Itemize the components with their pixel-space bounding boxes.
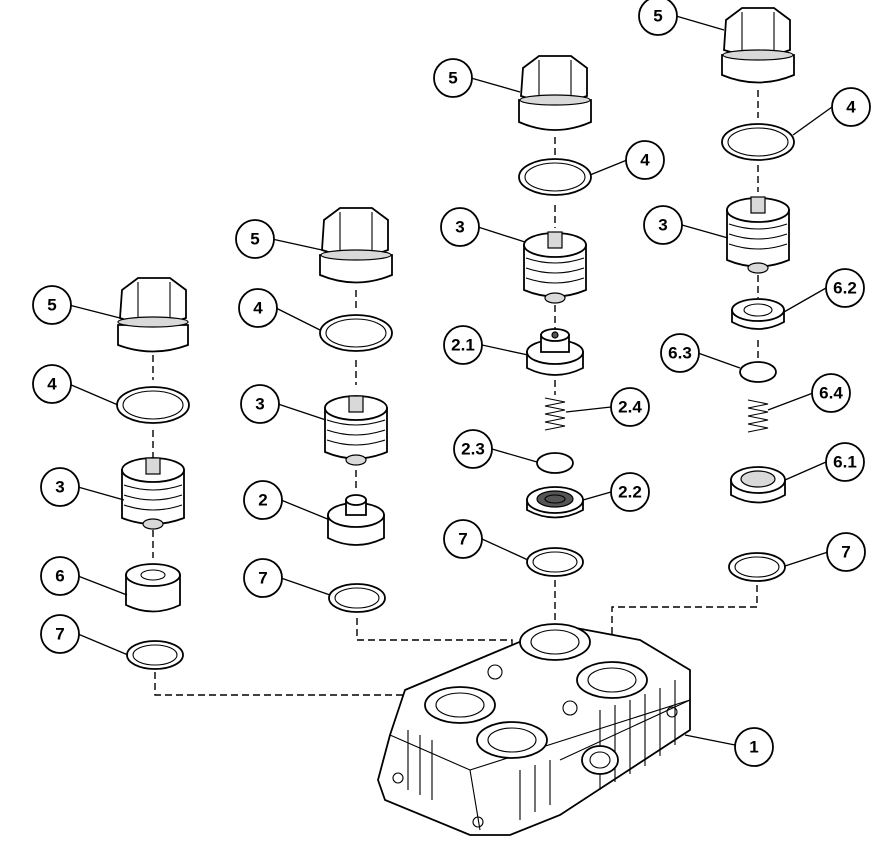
callout-6-1: 6.1: [825, 442, 865, 482]
svg-text:5: 5: [250, 230, 259, 249]
callout-5-b: 5: [235, 219, 275, 259]
svg-text:6.1: 6.1: [833, 453, 857, 472]
svg-text:3: 3: [455, 218, 464, 237]
svg-text:7: 7: [458, 530, 467, 549]
svg-text:5: 5: [47, 296, 56, 315]
svg-text:6.2: 6.2: [833, 279, 857, 298]
callout-2: 2: [243, 480, 283, 520]
callout-6: 6: [40, 556, 80, 596]
callout-7-b: 7: [243, 558, 283, 598]
callout-4-c: 4: [625, 140, 665, 180]
callout-3-a: 3: [40, 467, 80, 507]
callout-2-4: 2.4: [610, 387, 650, 427]
svg-text:4: 4: [846, 98, 856, 117]
svg-text:7: 7: [55, 625, 64, 644]
svg-text:3: 3: [55, 478, 64, 497]
callout-6-2: 6.2: [825, 268, 865, 308]
column-d-parts: [721, 7, 795, 582]
svg-text:5: 5: [448, 69, 457, 88]
svg-text:7: 7: [841, 543, 850, 562]
svg-text:2.3: 2.3: [461, 440, 485, 459]
callout-7-a: 7: [40, 614, 80, 654]
callout-2-2: 2.2: [610, 472, 650, 512]
callout-6-3: 6.3: [660, 333, 700, 373]
svg-text:4: 4: [640, 151, 650, 170]
callout-3-b: 3: [240, 384, 280, 424]
svg-text:2.2: 2.2: [618, 483, 642, 502]
callout-2-3: 2.3: [453, 429, 493, 469]
svg-text:6.4: 6.4: [819, 384, 843, 403]
callout-4-b: 4: [238, 288, 278, 328]
svg-text:4: 4: [47, 375, 57, 394]
callout-4-d: 4: [831, 87, 871, 127]
svg-text:2.4: 2.4: [618, 398, 642, 417]
callout-2-1: 2.1: [443, 325, 483, 365]
svg-text:7: 7: [258, 569, 267, 588]
svg-text:6: 6: [55, 567, 64, 586]
callout-6-4: 6.4: [811, 373, 851, 413]
callout-1: 1: [734, 727, 774, 767]
svg-text:2.1: 2.1: [451, 336, 475, 355]
callout-3-d: 3: [643, 205, 683, 245]
column-c-parts: [518, 55, 592, 577]
svg-text:3: 3: [658, 216, 667, 235]
callout-7-d: 7: [826, 532, 866, 572]
callout-5-a: 5: [32, 285, 72, 325]
svg-text:3: 3: [255, 395, 264, 414]
callout-5-d: 5: [638, 0, 678, 36]
svg-text:1: 1: [749, 738, 758, 757]
svg-text:4: 4: [253, 299, 263, 318]
callout-5-c: 5: [433, 58, 473, 98]
callout-3-c: 3: [440, 207, 480, 247]
callout-7-c: 7: [443, 519, 483, 559]
callout-4-a: 4: [32, 364, 72, 404]
pump-head-housing: [377, 623, 691, 836]
column-b-parts: [319, 207, 393, 613]
callouts: 1 5 4 3 6 7 5 4 3 2 7 5 4 3 2.1 2.4 2.3 …: [32, 0, 871, 767]
svg-text:5: 5: [653, 7, 662, 26]
svg-text:2: 2: [258, 491, 267, 510]
svg-text:6.3: 6.3: [668, 344, 692, 363]
column-a-parts: [116, 277, 190, 670]
leader-lines: [68, 15, 833, 746]
